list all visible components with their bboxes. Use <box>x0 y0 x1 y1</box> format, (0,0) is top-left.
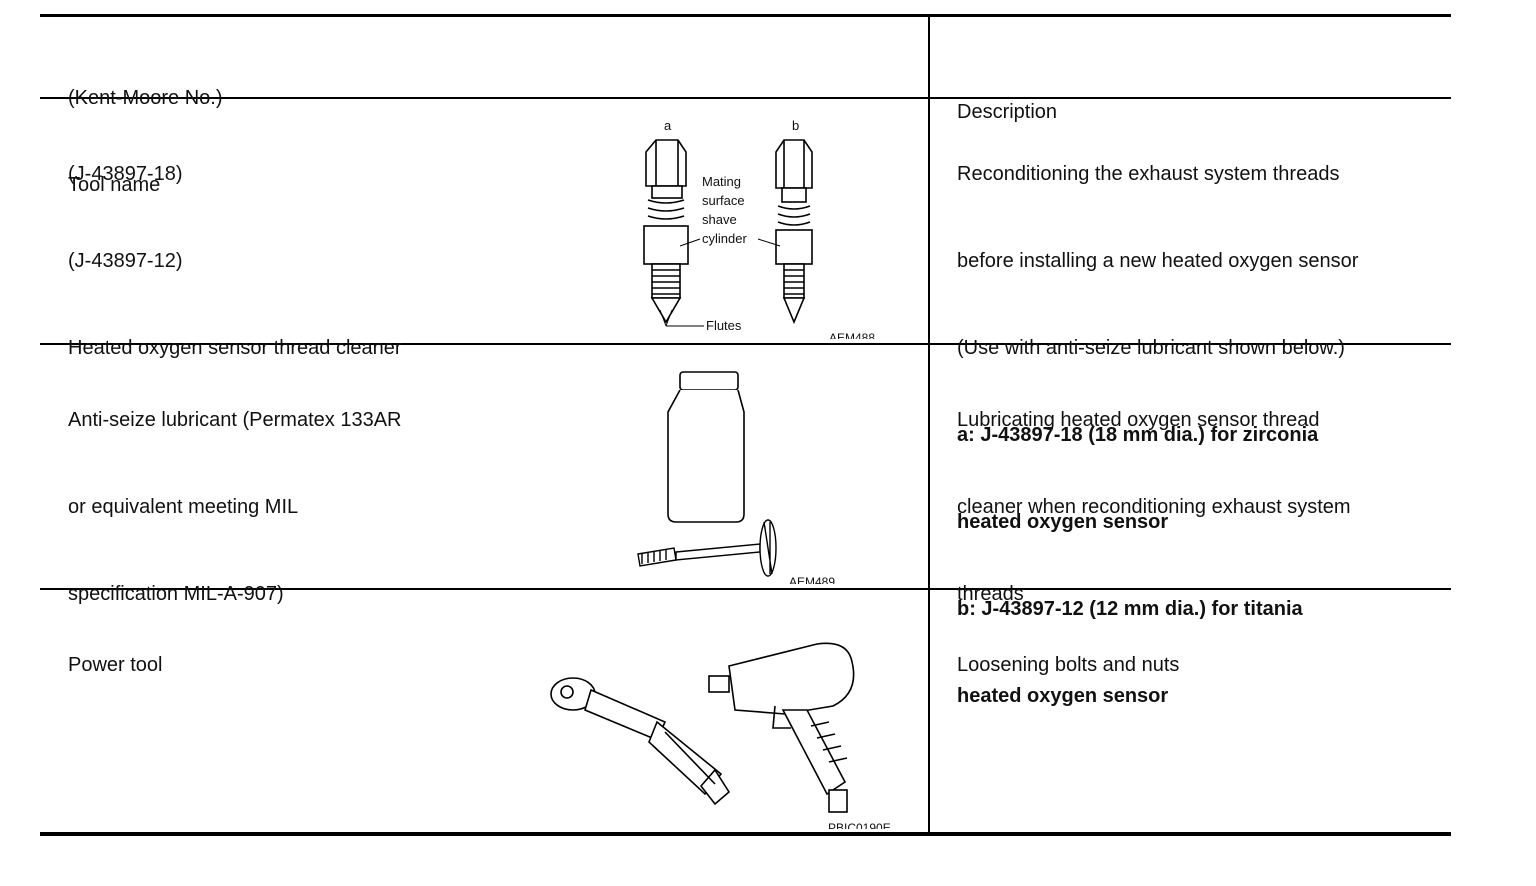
header-tool-name-label: Tool name <box>68 174 161 196</box>
special-tools-table: (Kent-Moore No.) Tool name Description (… <box>40 14 1451 836</box>
row1-description-bold-line: a: J-43897-18 (18 mm dia.) for zirconia <box>957 424 1319 446</box>
row1-tool-cell: (J-43897-18) (J-43897-12) Heated oxygen … <box>68 102 402 421</box>
row1-description-line: (Use with anti-seize lubricant shown bel… <box>957 337 1345 359</box>
row2-description-line: cleaner when reconditioning exhaust syst… <box>957 496 1351 518</box>
row3-tool-line: Power tool <box>68 654 163 676</box>
row2-description-line: Lubricating heated oxygen sensor thread <box>957 409 1320 431</box>
figure-code-aem488: AEM488 <box>829 331 875 339</box>
row3-description-cell: Loosening bolts and nuts <box>957 593 1179 738</box>
table-bottom-rule <box>40 832 1451 836</box>
row1-description-bold-line: b: J-43897-12 (12 mm dia.) for titania <box>957 598 1303 620</box>
row1-description-cell: Reconditioning the exhaust system thread… <box>957 102 1358 769</box>
row1-description-bold-line: heated oxygen sensor <box>957 685 1169 707</box>
table-top-rule <box>40 14 1451 17</box>
callout-line: Mating <box>702 174 741 189</box>
row2-tool-line: or equivalent meeting MIL <box>68 496 299 518</box>
row3-description-line: Loosening bolts and nuts <box>957 654 1180 676</box>
column-divider <box>928 14 930 834</box>
flutes-label: Flutes <box>706 318 742 333</box>
row1-tool-line: (J-43897-12) <box>68 250 183 272</box>
header-tool-cell: (Kent-Moore No.) Tool name <box>68 26 223 258</box>
power-tool-figure: PBIC0190E <box>550 642 891 829</box>
row1-description-line: before installing a new heated oxygen se… <box>957 250 1359 272</box>
air-ratchet-icon <box>550 677 731 806</box>
callout-line: cylinder <box>702 231 747 246</box>
lubricant-brush-icon <box>637 519 777 577</box>
figure-label-b: b <box>792 118 799 133</box>
anti-seize-figure: AEM489 <box>637 371 835 584</box>
header-description-label: Description <box>957 101 1058 123</box>
thread-cleaner-a-icon <box>643 139 689 324</box>
header-bottom-rule <box>40 97 1451 99</box>
figure-code-pbic0190e: PBIC0190E <box>828 821 891 829</box>
flutes-callout: Flutes <box>659 309 742 333</box>
figure-label-a: a <box>664 118 672 133</box>
thread-cleaner-figure: a b Mating surface shave <box>643 118 875 339</box>
row2-tool-cell: Anti-seize lubricant (Permatex 133AR or … <box>68 348 401 667</box>
mating-surface-callout: Mating surface shave cylinder <box>679 174 781 247</box>
row1-tool-line: Heated oxygen sensor thread cleaner <box>68 337 402 359</box>
row1-bottom-rule <box>40 343 1451 345</box>
row1-description-line: Reconditioning the exhaust system thread… <box>957 163 1340 185</box>
row1-description-bold-line: heated oxygen sensor <box>957 511 1169 533</box>
callout-line: shave <box>702 212 737 227</box>
callout-line: surface <box>702 193 745 208</box>
row2-description-cell: Lubricating heated oxygen sensor thread … <box>957 348 1351 667</box>
row3-tool-cell: Power tool <box>68 593 163 738</box>
header-kent-moore-label: (Kent-Moore No.) <box>68 87 223 109</box>
header-description-cell: Description <box>957 40 1057 185</box>
thread-cleaner-b-icon <box>775 139 813 325</box>
impact-wrench-icon <box>708 642 855 813</box>
figure-code-aem489: AEM489 <box>789 575 835 584</box>
row2-description-line: threads <box>957 583 1024 605</box>
row2-tool-line: specification MIL-A-907) <box>68 583 284 605</box>
row1-tool-line: (J-43897-18) <box>68 163 183 185</box>
row2-tool-line: Anti-seize lubricant (Permatex 133AR <box>68 409 402 431</box>
row2-bottom-rule <box>40 588 1451 590</box>
lubricant-bottle-icon <box>667 371 745 523</box>
